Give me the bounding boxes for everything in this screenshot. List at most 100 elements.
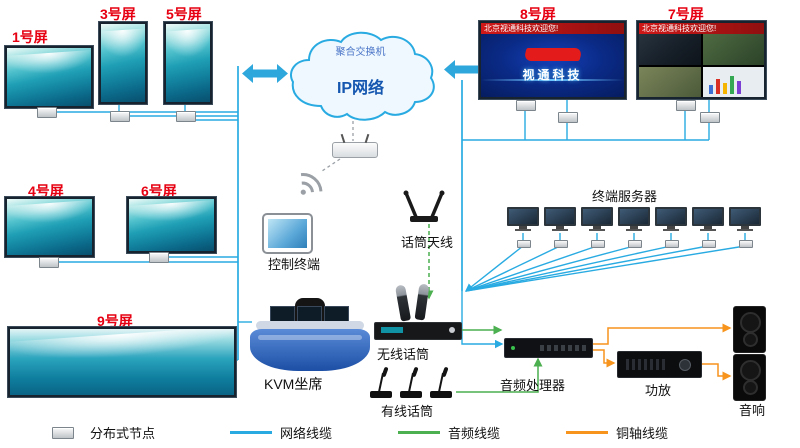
distributed-node-icon bbox=[628, 240, 642, 248]
wifi-signal-icon bbox=[300, 173, 323, 195]
chart-bar bbox=[736, 81, 741, 94]
legend-network-label: 网络线缆 bbox=[280, 426, 333, 441]
terminal-server-label: 终端服务器 bbox=[592, 189, 658, 204]
chart-bar bbox=[708, 85, 713, 94]
distributed-node-icon bbox=[516, 100, 536, 111]
distributed-node-icon bbox=[558, 112, 578, 123]
wired-mic-icon bbox=[428, 366, 454, 398]
server-monitor-icon bbox=[581, 207, 613, 233]
screen-7-label: 7号屏 bbox=[668, 6, 704, 22]
screen-8: 北京视通科技欢迎您! 视通科技 bbox=[479, 21, 626, 99]
brand-name: 视通科技 bbox=[522, 67, 583, 82]
screen-9-label: 9号屏 bbox=[97, 313, 133, 329]
chart-bar bbox=[722, 83, 727, 94]
bidirectional-arrow-icon bbox=[444, 60, 490, 79]
wall-panel bbox=[639, 66, 701, 97]
legend-network-line bbox=[230, 431, 272, 434]
screen-4-label: 4号屏 bbox=[28, 183, 64, 199]
wired-mic-label: 有线话筒 bbox=[381, 404, 434, 419]
speaker-icon bbox=[733, 306, 766, 353]
kvm-monitor-icon bbox=[297, 306, 322, 322]
distributed-node-icon bbox=[702, 240, 716, 248]
server-monitor-icon bbox=[544, 207, 576, 233]
wall-panel bbox=[639, 34, 701, 65]
bidirectional-arrow-icon bbox=[242, 64, 288, 83]
control-tablet-icon bbox=[262, 213, 313, 254]
kvm-monitor-icon bbox=[324, 306, 349, 322]
screen-8-ticker: 北京视通科技欢迎您! bbox=[481, 23, 624, 34]
screen-7: 北京视通科技欢迎您! bbox=[637, 21, 766, 99]
server-monitor-icon bbox=[507, 207, 539, 233]
screen-6 bbox=[127, 197, 216, 253]
legend-audio-label: 音频线缆 bbox=[448, 426, 501, 441]
wave-image bbox=[7, 199, 92, 255]
wave-image bbox=[7, 48, 91, 106]
kvm-monitor-icon bbox=[270, 306, 295, 322]
legend-node-icon bbox=[52, 427, 74, 439]
screen-5 bbox=[164, 22, 212, 104]
wall-panel bbox=[702, 34, 764, 65]
speaker-label: 音响 bbox=[739, 403, 766, 418]
chart-bar bbox=[715, 79, 720, 94]
distributed-node-icon bbox=[110, 111, 130, 122]
distributed-node-icon bbox=[676, 100, 696, 111]
ip-network-label: IP网络 bbox=[336, 80, 385, 97]
control-terminal-label: 控制终端 bbox=[268, 257, 321, 272]
screen-7-ticker: 北京视通科技欢迎您! bbox=[639, 23, 764, 34]
amplifier-label: 功放 bbox=[645, 383, 672, 398]
wave-image bbox=[101, 24, 145, 102]
screen-4 bbox=[5, 197, 94, 257]
screen-1 bbox=[5, 46, 93, 108]
mic-receiver-icon bbox=[374, 322, 462, 340]
kvm-console-icon bbox=[250, 329, 370, 371]
speaker-icon bbox=[733, 354, 766, 401]
wired-mic-icon bbox=[368, 366, 394, 398]
brand-logo-icon bbox=[522, 47, 583, 61]
distributed-node-icon bbox=[591, 240, 605, 248]
server-monitor-icon bbox=[729, 207, 761, 233]
distributed-node-icon bbox=[700, 112, 720, 123]
wave-image bbox=[10, 329, 234, 395]
distributed-node-icon bbox=[39, 257, 59, 268]
server-monitor-icon bbox=[618, 207, 650, 233]
server-monitor-icon bbox=[655, 207, 687, 233]
tablet-screen bbox=[268, 219, 307, 248]
cloud-icon bbox=[290, 31, 435, 121]
wired-mic-icon bbox=[398, 366, 424, 398]
screen-1-label: 1号屏 bbox=[12, 29, 48, 45]
audio-processor-label: 音频处理器 bbox=[500, 378, 566, 393]
screen-6-label: 6号屏 bbox=[141, 183, 177, 199]
distributed-node-icon bbox=[37, 107, 57, 118]
screen-3 bbox=[99, 22, 147, 104]
screen-7-wall bbox=[639, 34, 764, 97]
kvm-label: KVM坐席 bbox=[264, 376, 323, 392]
screen-5-label: 5号屏 bbox=[166, 6, 202, 22]
wave-image bbox=[166, 24, 210, 102]
audio-processor-icon bbox=[504, 338, 593, 358]
kvm-desk-top bbox=[256, 321, 364, 330]
wave-image bbox=[129, 199, 214, 251]
distributed-node-icon bbox=[554, 240, 568, 248]
server-monitor-icon bbox=[692, 207, 724, 233]
screen-8-label: 8号屏 bbox=[520, 6, 556, 22]
legend-audio-line bbox=[398, 431, 440, 434]
screen-8-content: 视通科技 bbox=[481, 34, 624, 97]
ip-network-cloud: 聚合交换机 IP网络 bbox=[283, 28, 438, 123]
wall-panel-chart bbox=[702, 66, 764, 97]
legend-coax-label: 铜轴线缆 bbox=[616, 426, 669, 441]
wireless-mic-label: 无线话筒 bbox=[377, 347, 430, 362]
distributed-node-icon bbox=[149, 252, 169, 263]
distributed-node-icon bbox=[665, 240, 679, 248]
distributed-node-icon bbox=[176, 111, 196, 122]
amplifier-icon bbox=[617, 351, 702, 378]
distributed-node-icon bbox=[739, 240, 753, 248]
legend-node-label: 分布式节点 bbox=[90, 426, 156, 441]
mic-antenna-label: 话筒天线 bbox=[401, 235, 454, 250]
chart-bar bbox=[729, 76, 734, 94]
wireless-ap-icon bbox=[332, 142, 378, 158]
distributed-node-icon bbox=[517, 240, 531, 248]
screen-3-label: 3号屏 bbox=[100, 6, 136, 22]
legend-coax-line bbox=[566, 431, 608, 434]
aggregation-switch-label: 聚合交换机 bbox=[335, 47, 386, 58]
